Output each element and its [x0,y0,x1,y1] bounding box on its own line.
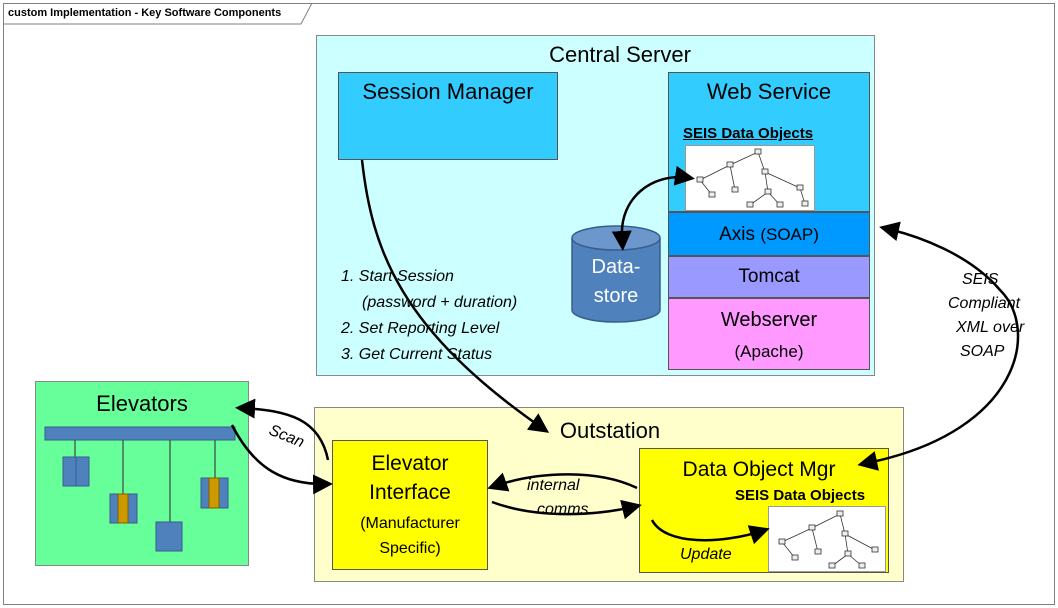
scan-arrow-to-interface [230,424,333,495]
session-step-1-detail: (password + duration) [362,294,518,311]
session-manager-box[interactable] [338,72,558,160]
web-tree-graph [696,148,809,208]
frame-tab: custom Implementation - Key Software Com… [3,3,313,25]
internal-comms-arrow-right [491,499,642,520]
frame-title: custom Implementation - Key Software Com… [8,7,282,19]
session-step-2: 2. Set Reporting Level [341,320,500,337]
apache-label: (Apache) [734,342,804,361]
axis-soap: (SOAP) [760,225,819,244]
datastore-web-arrow [611,165,695,251]
web-service-label: Web Service [706,79,832,104]
data-object-mgr-label: Data Object Mgr [682,458,836,481]
axis-box[interactable] [668,212,870,256]
elevator-interface-line-1: Elevator [371,452,449,475]
internal-comms-line-1: internal [527,477,580,494]
axis-name: Axis [719,224,756,245]
soap-note-2: Compliant [948,295,1021,312]
datastore-label-2: store [593,285,639,307]
session-step-3: 3. Get Current Status [341,346,493,363]
webserver-box[interactable] [668,298,870,370]
tomcat-box[interactable] [668,256,870,298]
soap-note-1: SEIS [962,271,999,288]
scan-arrow-to-elevators [235,398,330,461]
outstation-seis-label: SEIS Data Objects [735,487,866,504]
soap-note-3: XML over [956,319,1025,336]
elevator-interface-box[interactable] [332,440,488,570]
weight-4 [208,477,220,509]
session-to-outstation-arrow [360,159,550,433]
elevator-interface-line-4: Specific) [379,540,441,557]
session-step-1: 1. Start Session [341,268,454,285]
elevator-interface-line-3: (Manufacturer [360,515,460,532]
session-manager-label: Session Manager [362,79,534,104]
webserver-label: Webserver [720,309,818,331]
datastore-label-1: Data- [591,256,641,278]
web-service-seis-label: SEIS Data Objects [683,125,814,142]
outstation-title: Outstation [559,418,661,443]
diagram-frame [3,3,1055,605]
weight-2 [117,493,129,524]
update-arrow [650,519,770,545]
tomcat-label: Tomcat [738,266,800,287]
soap-note-4: SOAP [960,343,1005,360]
soap-arrow [857,221,1020,471]
internal-comms-arrow-left [487,472,638,492]
elevator-interface-line-2: Interface [369,481,451,504]
outstation-tree-graph [778,510,879,569]
update-label: Update [680,546,732,563]
axis-label: Axis (SOAP) [668,224,870,246]
central-server-title: Central Server [549,42,691,67]
elevators-title: Elevators [96,391,188,416]
car-3 [155,521,183,552]
elevator-rail [44,426,236,441]
